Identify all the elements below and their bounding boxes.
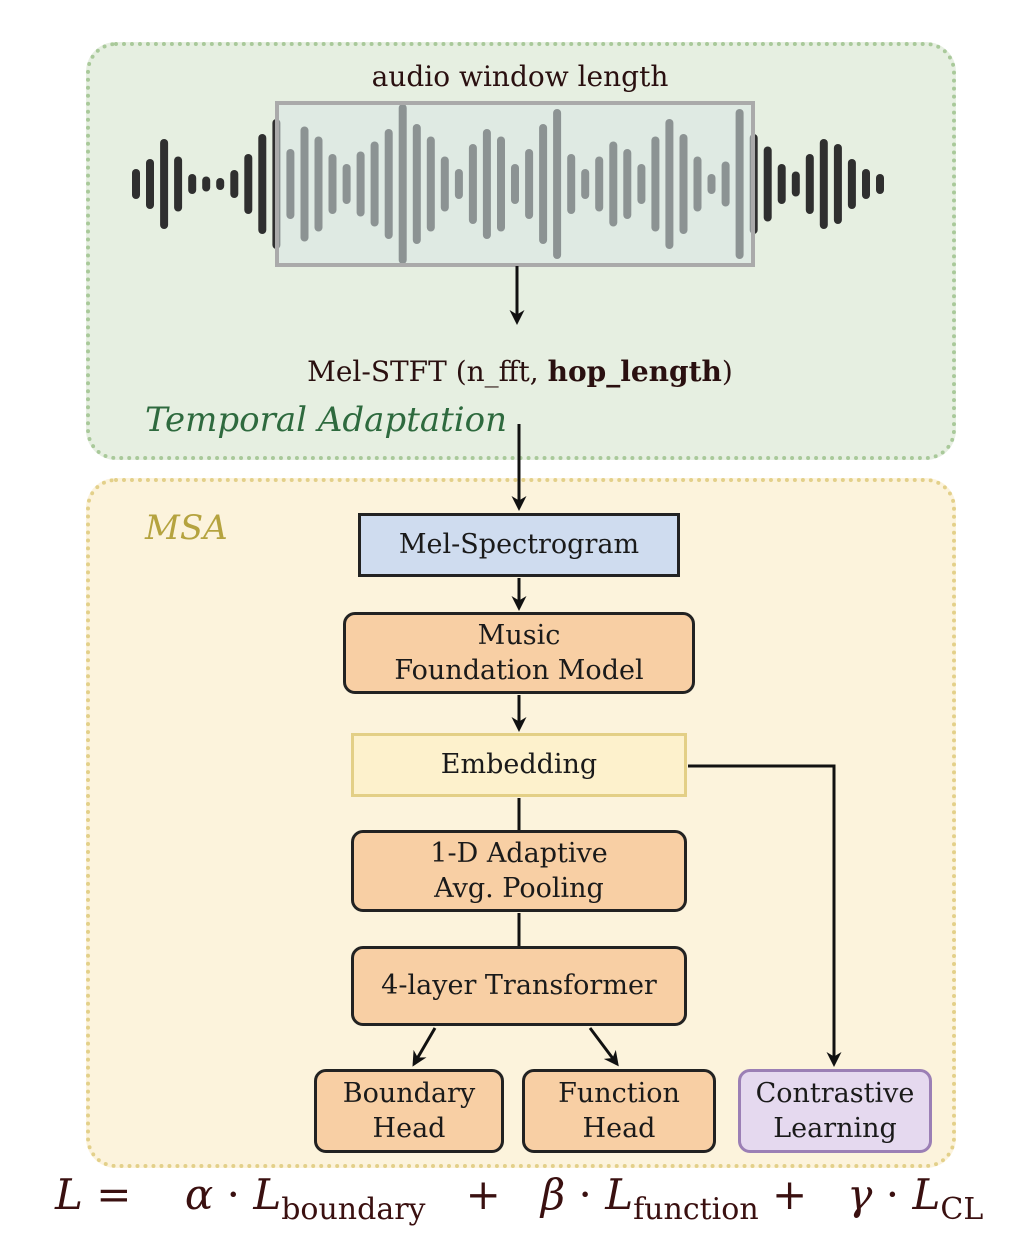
waveform-bar: [876, 174, 884, 194]
loss-plus-2: +: [772, 1170, 808, 1219]
loss-l-cl: LCL: [912, 1170, 984, 1227]
contrastive-line2: Learning: [773, 1113, 897, 1144]
waveform-bar: [819, 139, 828, 229]
msa-title: MSA: [145, 508, 228, 548]
mel-stft-label: Mel-STFT (n_fft, hop_length): [0, 355, 1020, 388]
arrow-transformer-to-boundary: [412, 1027, 437, 1067]
waveform-bar: [160, 139, 169, 229]
waveform-bar: [146, 159, 154, 209]
waveform-bar: [258, 134, 267, 234]
boundary-line1: Boundary: [342, 1077, 476, 1109]
function-line2: Head: [582, 1113, 656, 1144]
temporal-adaptation-title: Temporal Adaptation: [145, 400, 508, 440]
mel-spectrogram-box: Mel-Spectrogram: [358, 513, 680, 577]
transformer-label: 4-layer Transformer: [381, 970, 657, 1002]
msa-region: [86, 478, 956, 1168]
waveform-bar: [862, 169, 870, 199]
waveform-bar: [833, 144, 842, 224]
waveform-bar: [805, 154, 814, 214]
loss-gamma: γ: [847, 1170, 873, 1219]
loss-equals: =: [96, 1170, 132, 1219]
mel-spectrogram-label: Mel-Spectrogram: [398, 529, 640, 561]
waveform-bar: [174, 156, 183, 212]
mel-stft-prefix: Mel-STFT (n_fft,: [307, 355, 548, 388]
waveform-bar: [188, 174, 197, 194]
transformer-box: 4-layer Transformer: [351, 946, 687, 1026]
waveform-bar: [791, 171, 800, 197]
arrow-transformer-to-function: [588, 1027, 619, 1067]
loss-equation: L = α · Lboundary + β · Lfunction + γ · …: [55, 1170, 983, 1227]
loss-l-boundary: Lboundary: [253, 1170, 426, 1227]
sub-cl: CL: [940, 1192, 984, 1227]
loss-dot-1: ·: [226, 1170, 240, 1219]
foundation-line2: Foundation Model: [394, 655, 644, 686]
sub-boundary: boundary: [281, 1192, 426, 1227]
waveform-bar: [763, 146, 772, 222]
embedding-label: Embedding: [440, 749, 598, 781]
loss-dot-2: ·: [578, 1170, 592, 1219]
boundary-line2: Head: [372, 1113, 446, 1144]
waveform-bar: [777, 164, 786, 204]
waveform-bar: [847, 159, 856, 209]
mel-stft-suffix: ): [721, 355, 733, 388]
waveform-bar: [244, 154, 253, 214]
loss-dot-3: ·: [885, 1170, 900, 1219]
loss-alpha: α: [184, 1170, 214, 1219]
loss-l-function: Lfunction: [605, 1170, 759, 1227]
loss-plus-1: +: [465, 1170, 501, 1219]
hop-length-param: hop_length: [547, 355, 722, 388]
arrow-embedding-to-contrastive: [688, 764, 842, 1067]
loss-beta: β: [540, 1170, 566, 1219]
foundation-line1: Music: [477, 619, 561, 651]
loss-lhs: L: [55, 1170, 83, 1219]
contrastive-line1: Contrastive: [755, 1077, 915, 1109]
waveform-bar: [216, 178, 225, 190]
audio-window-label: audio window length: [371, 60, 669, 93]
function-line1: Function: [558, 1077, 680, 1109]
audio-window-rect: [275, 101, 755, 267]
waveform-bar: [132, 169, 140, 199]
sub-function: function: [633, 1192, 759, 1227]
pooling-line1: 1-D Adaptive: [430, 837, 608, 869]
pooling-line2: Avg. Pooling: [434, 873, 604, 904]
waveform-bar: [202, 176, 211, 192]
waveform-bar: [230, 170, 239, 198]
embedding-box: Embedding: [351, 733, 687, 797]
